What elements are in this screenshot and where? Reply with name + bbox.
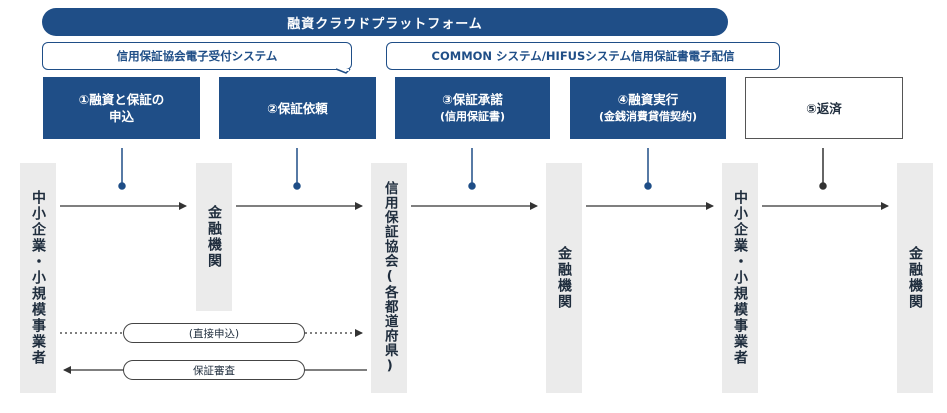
step-2-dot: [293, 182, 301, 190]
actor-sme-1-label: 中小企業・小規模事業者: [30, 190, 46, 366]
step-4-line2: (金銭消費貸借契約): [598, 110, 698, 123]
step-4-line1: ④融資実行: [617, 92, 679, 107]
actor-bank-3: 金融機関: [897, 163, 933, 393]
step-5-dot: [819, 182, 827, 190]
callout-right-label: COMMON システム/HIFUSシステム信用保証書電子配信: [431, 49, 735, 63]
callout-left-label: 信用保証協会電子受付システム: [116, 49, 278, 63]
actor-sme-2-label: 中小企業・小規模事業者: [732, 190, 748, 366]
step-3-line2: (信用保証書): [439, 110, 506, 123]
platform-banner: 融資クラウドプラットフォーム: [42, 8, 728, 36]
actor-bank-2-label: 金融機関: [556, 246, 572, 310]
callout-right-system: COMMON システム/HIFUSシステム信用保証書電子配信: [386, 42, 780, 70]
actor-sme-2: 中小企業・小規模事業者: [722, 163, 758, 393]
actor-guarantee-assoc-label: 信用保証協会(各都道府県): [381, 181, 398, 375]
step-3-dot: [468, 182, 476, 190]
step-3-box: ③保証承諾 (信用保証書): [395, 77, 550, 139]
actor-bank-1-label: 金融機関: [206, 205, 222, 269]
callout-left-system: 信用保証協会電子受付システム: [42, 42, 352, 70]
step-4-box: ④融資実行 (金銭消費貸借契約): [570, 77, 726, 139]
pill-guarantee-review-label: 保証審査: [193, 364, 235, 377]
step-1-box: ①融資と保証の 申込: [43, 77, 200, 139]
platform-title: 融資クラウドプラットフォーム: [287, 16, 483, 32]
pill-direct-application: (直接申込): [123, 323, 305, 343]
actor-guarantee-assoc: 信用保証協会(各都道府県): [371, 163, 407, 393]
step-1-line2: 申込: [108, 109, 134, 124]
actor-sme-1: 中小企業・小規模事業者: [20, 163, 56, 393]
step-1-line1: ①融資と保証の: [78, 92, 165, 107]
step-3-line1: ③保証承諾: [442, 92, 503, 107]
actor-bank-3-label: 金融機関: [907, 246, 923, 310]
step-1-dot: [118, 182, 126, 190]
pill-direct-application-label: (直接申込): [188, 327, 240, 340]
step-4-dot: [644, 182, 652, 190]
actor-bank-2: 金融機関: [546, 163, 582, 393]
step-5-box: ⑤返済: [745, 77, 903, 139]
step-2-box: ②保証依頼: [219, 77, 376, 139]
step-5-line1: ⑤返済: [806, 100, 842, 116]
pill-guarantee-review: 保証審査: [123, 360, 305, 380]
actor-bank-1: 金融機関: [196, 163, 232, 311]
step-2-line1: ②保証依頼: [267, 100, 328, 116]
